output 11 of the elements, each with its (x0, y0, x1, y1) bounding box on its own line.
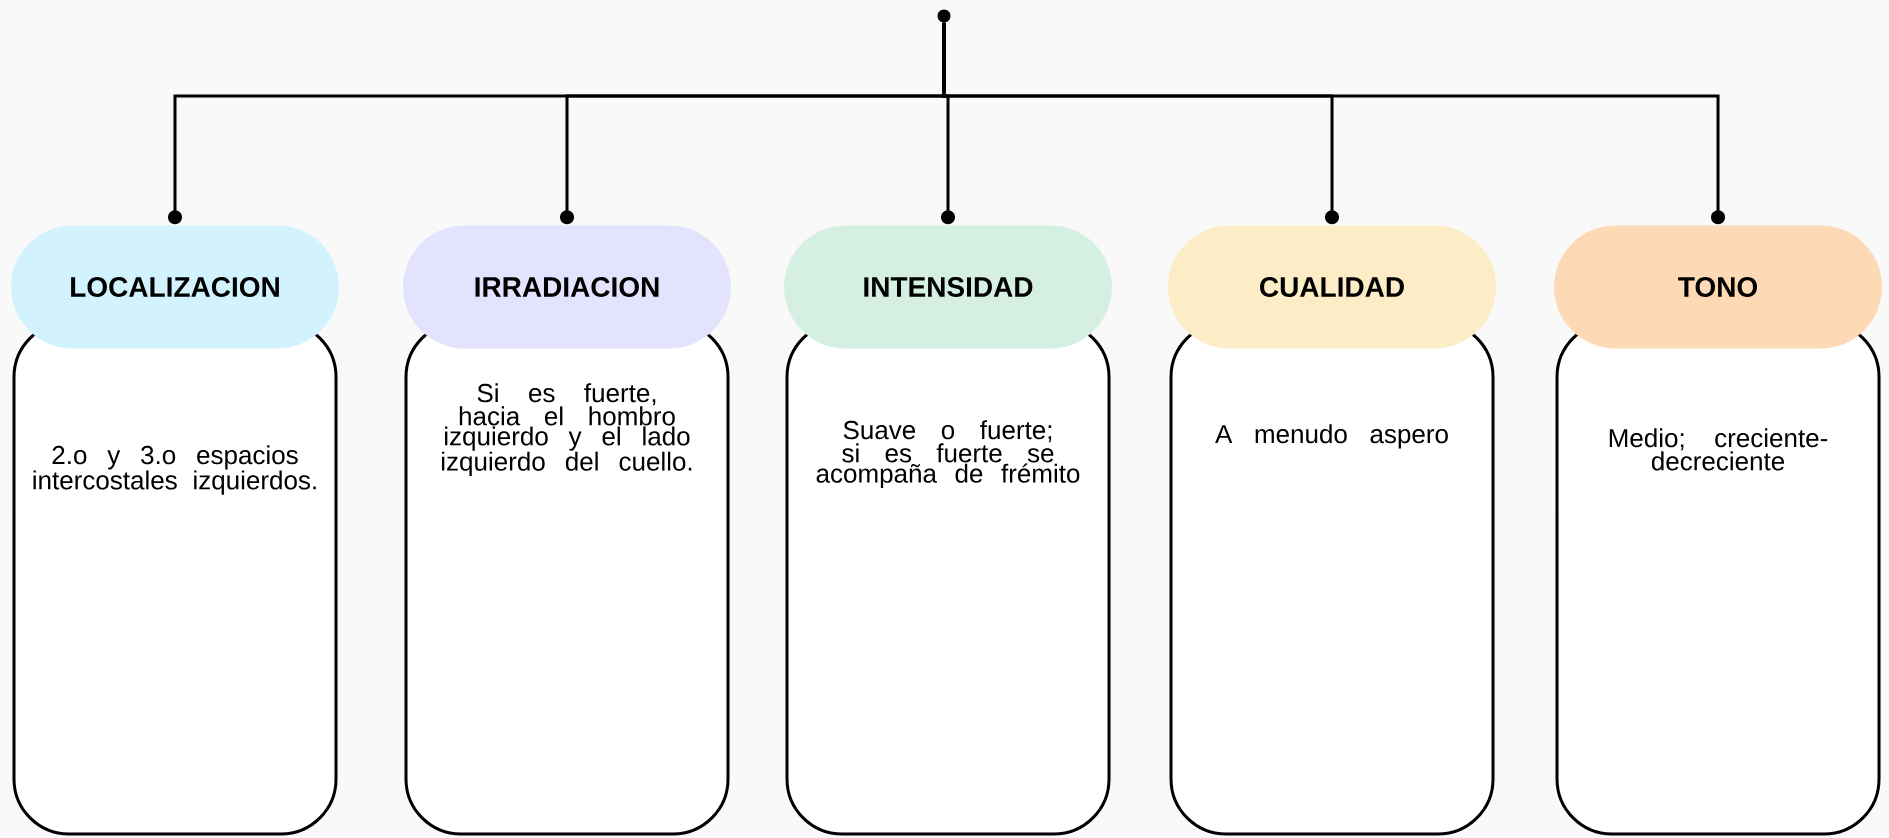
description-card: 2.o y 3.o espacios intercostales izquierdos. (12, 320, 338, 836)
heading-pill: LOCALIZACION (11, 225, 339, 349)
heading-pill: TONO (1554, 225, 1882, 349)
heading-pill: INTENSIDAD (784, 225, 1112, 349)
connector-line (942, 22, 1725, 225)
description-card: A menudo aspero (1169, 320, 1495, 836)
description-card: Suave o fuerte; si es fuerte se acompaña de frémito (785, 320, 1111, 836)
heading-pill: CUALIDAD (1168, 225, 1496, 349)
description-card: Medio; creciente-decreciente (1555, 320, 1881, 836)
description-card: Si es fuerte, hacia el hombro izquierdo y el lado izquierdo del cuello. (404, 320, 730, 836)
heading-pill: IRRADIACION (403, 225, 731, 349)
